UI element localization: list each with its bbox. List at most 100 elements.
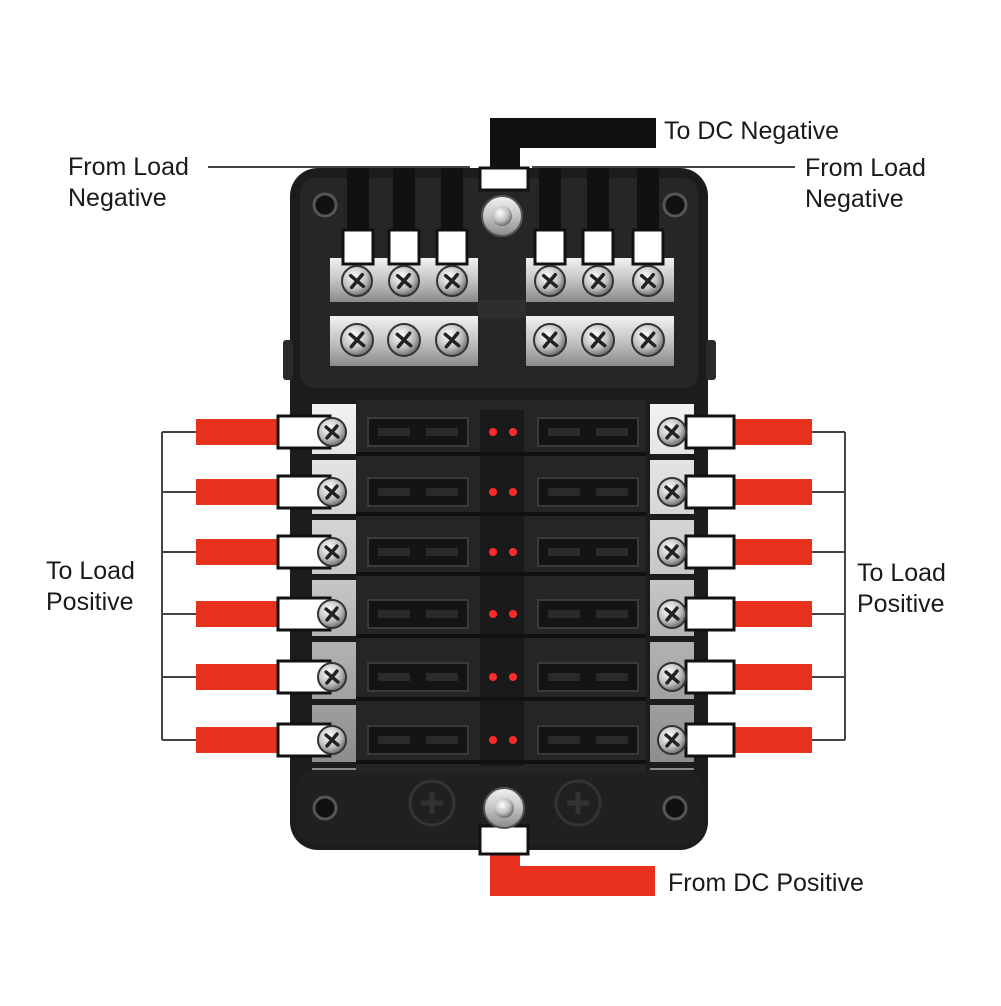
- terminal-screw: [657, 662, 687, 692]
- fuse-contact: [548, 610, 580, 618]
- terminal-gap: [650, 636, 694, 642]
- led-strip: [480, 410, 524, 766]
- mount-hole: [312, 192, 338, 218]
- negative-wire-lug: [533, 228, 567, 266]
- terminal-gap: [312, 636, 356, 642]
- positive-wire: [196, 479, 292, 505]
- label-bracket-lines: [161, 431, 846, 741]
- negative-wire-lug: [581, 228, 615, 266]
- fuse-contact: [426, 428, 458, 436]
- terminal-screw: [631, 323, 665, 357]
- negative-load-wires: [341, 168, 665, 266]
- fuse-contact: [548, 488, 580, 496]
- terminal-screw: [387, 323, 421, 357]
- negative-wire: [347, 168, 369, 232]
- fuse-contact: [548, 673, 580, 681]
- mount-hole: [662, 795, 688, 821]
- dc-negative-main-wire: [490, 118, 656, 190]
- terminal-screw: [317, 725, 347, 755]
- negative-wire: [637, 168, 659, 232]
- fuse-led: [509, 673, 517, 681]
- fuse-divider: [356, 634, 646, 638]
- dc-negative-stud: [481, 195, 523, 237]
- terminal-gap: [650, 762, 694, 768]
- dc-positive-lug: [478, 824, 530, 856]
- fuse-contact: [426, 673, 458, 681]
- fuse-contact: [378, 488, 410, 496]
- terminal-gap: [650, 454, 694, 460]
- negative-wire: [539, 168, 561, 232]
- fuse-contact: [596, 673, 628, 681]
- fuse-led: [509, 428, 517, 436]
- fuse-slots: [356, 417, 646, 764]
- negative-wire-lug: [341, 228, 375, 266]
- positive-wire: [196, 419, 292, 445]
- dc-positive-main-wire: [490, 836, 655, 896]
- negative-wire: [587, 168, 609, 232]
- fuse-divider: [356, 572, 646, 576]
- fuse-divider: [356, 452, 646, 456]
- fuse-indicator-leds: [489, 428, 517, 744]
- fuse-led: [509, 548, 517, 556]
- terminal-screw: [435, 323, 469, 357]
- terminal-screw: [340, 323, 374, 357]
- terminal-screw: [657, 725, 687, 755]
- fuse-led: [509, 488, 517, 496]
- terminal-screw: [581, 323, 615, 357]
- dc-positive-stud: [483, 787, 525, 829]
- terminal-screw: [317, 537, 347, 567]
- fuse-led: [489, 673, 497, 681]
- terminal-screw: [436, 265, 468, 297]
- fuse-contact: [378, 548, 410, 556]
- terminal-screw: [317, 599, 347, 629]
- positive-wire: [196, 664, 292, 690]
- label-to-load-positive-left: To Load Positive: [46, 557, 135, 616]
- terminal-screw: [317, 417, 347, 447]
- fuse-led: [509, 736, 517, 744]
- terminal-screw: [317, 477, 347, 507]
- positive-emboss-icon: [554, 779, 602, 827]
- busbar-bridge: [478, 300, 526, 318]
- fuse-contact: [378, 673, 410, 681]
- negative-wire-lug: [435, 228, 469, 266]
- fuse-contact: [378, 428, 410, 436]
- fuse-contact: [596, 610, 628, 618]
- fuse-led: [489, 610, 497, 618]
- fuse-contact: [426, 610, 458, 618]
- negative-wire-lug: [631, 228, 665, 266]
- positive-terminal-strip: [312, 404, 356, 770]
- fuse-divider: [356, 512, 646, 516]
- fuse-contact: [426, 736, 458, 744]
- fuse-led: [489, 548, 497, 556]
- label-from-dc-positive: From DC Positive: [668, 869, 864, 897]
- terminal-screw: [388, 265, 420, 297]
- positive-wire-lug: [684, 596, 736, 632]
- terminal-gap: [312, 574, 356, 580]
- fuse-contact: [378, 736, 410, 744]
- terminal-gap: [650, 699, 694, 705]
- terminal-gap: [312, 454, 356, 460]
- fuse-contact: [596, 548, 628, 556]
- fuse-led: [489, 488, 497, 496]
- fuse-divider: [356, 697, 646, 701]
- label-from-load-negative-right: From Load Negative: [805, 154, 926, 213]
- terminal-screw: [317, 662, 347, 692]
- terminal-gap: [650, 514, 694, 520]
- negative-wire-lug: [387, 228, 421, 266]
- terminal-screw: [657, 417, 687, 447]
- terminal-screw: [632, 265, 664, 297]
- mount-hole: [662, 192, 688, 218]
- terminal-screw: [341, 265, 373, 297]
- fuse-contact: [426, 548, 458, 556]
- positive-wire: [196, 727, 292, 753]
- fuse-contact: [378, 610, 410, 618]
- positive-wire-lug: [684, 474, 736, 510]
- terminal-screw: [657, 537, 687, 567]
- positive-wire-lug: [684, 722, 736, 758]
- fuse-divider: [356, 760, 646, 764]
- positive-wire: [196, 539, 292, 565]
- positive-wire: [196, 601, 292, 627]
- fuse-contact: [596, 488, 628, 496]
